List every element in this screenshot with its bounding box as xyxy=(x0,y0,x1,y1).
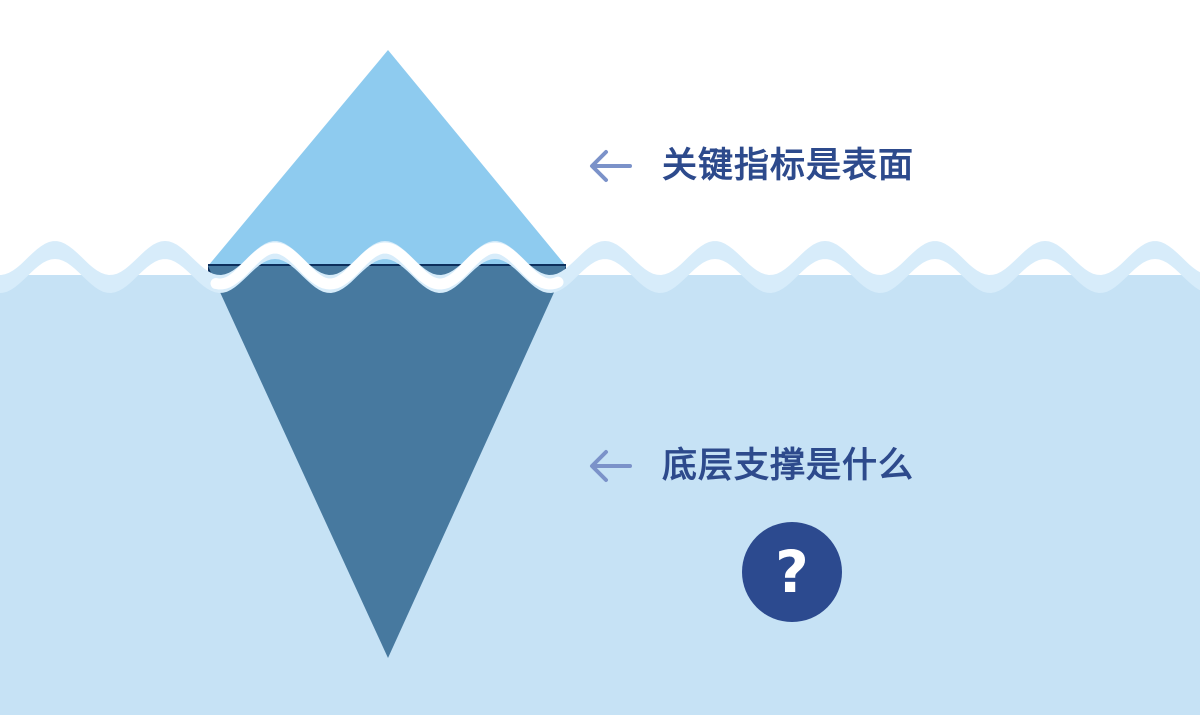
sea-water xyxy=(0,275,1200,715)
iceberg-tip xyxy=(208,50,566,266)
arrow-left-icon xyxy=(590,450,632,482)
question-mark-icon: ? xyxy=(775,538,809,606)
question-badge: ? xyxy=(742,522,842,622)
surface-label: 关键指标是表面 xyxy=(662,146,915,186)
iceberg-wave-crest xyxy=(210,242,564,290)
iceberg-base xyxy=(208,266,566,658)
surface-callout: 关键指标是表面 xyxy=(586,144,914,188)
foundation-label: 底层支撑是什么 xyxy=(662,446,915,486)
wave-band xyxy=(0,241,1200,293)
arrow-left-icon xyxy=(590,150,632,182)
foundation-callout: 底层支撑是什么 xyxy=(586,444,914,488)
